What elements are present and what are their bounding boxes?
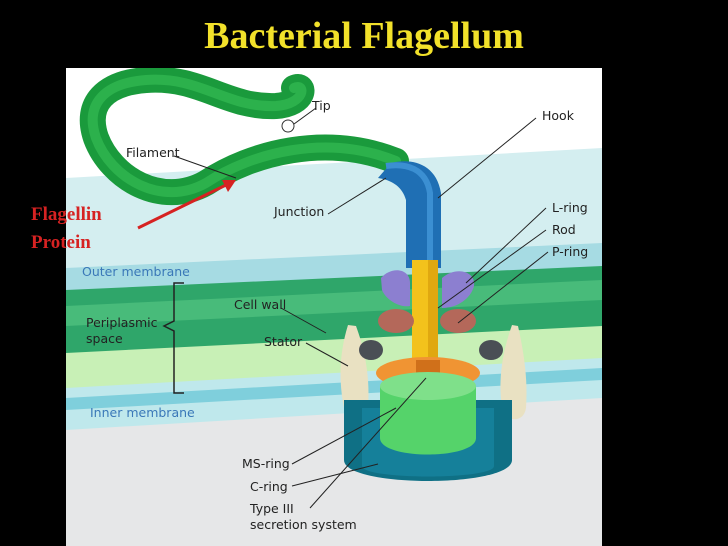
label-ms-ring: MS-ring xyxy=(242,456,290,471)
hook-highlight xyxy=(385,162,433,268)
leader-tip xyxy=(293,107,317,125)
label-p-ring: P-ring xyxy=(552,244,589,259)
label-tip: Tip xyxy=(312,98,331,113)
ms-ring-top xyxy=(380,372,476,400)
flagellum-illustration xyxy=(66,68,602,546)
rod-shadow xyxy=(428,260,438,360)
leader-lines xyxy=(173,107,549,509)
l-ring-left xyxy=(381,270,410,307)
label-rod: Rod xyxy=(552,222,576,237)
leader-stator xyxy=(305,342,349,367)
protein-label: Protein xyxy=(31,232,91,253)
label-cell-wall: Cell wall xyxy=(234,297,287,312)
label-junction: Junction xyxy=(274,204,325,219)
filament-shading xyxy=(87,74,401,198)
stator-motor-right xyxy=(479,340,503,360)
periplasm-band xyxy=(66,326,602,394)
label-l-ring: L-ring xyxy=(552,200,588,215)
leader-type3 xyxy=(309,377,427,509)
export-gate-core xyxy=(416,360,440,376)
periplasmic-bracket xyxy=(162,282,184,394)
label-filament: Filament xyxy=(126,145,180,160)
leader-cell-wall xyxy=(280,307,327,334)
label-space: space xyxy=(86,331,123,346)
leader-rod xyxy=(437,229,547,309)
flagellin-label: Flagellin xyxy=(31,204,102,225)
hook xyxy=(378,161,441,268)
label-hook: Hook xyxy=(542,108,574,123)
leader-junction xyxy=(327,177,387,215)
slide-title: Bacterial Flagellum xyxy=(204,15,524,57)
leader-p-ring xyxy=(457,251,549,324)
stator-motor-left xyxy=(359,340,383,360)
stator-right xyxy=(500,325,527,420)
label-inner-membrane: Inner membrane xyxy=(90,405,195,420)
p-ring-right xyxy=(440,309,476,333)
p-ring-left xyxy=(378,309,414,333)
leader-l-ring xyxy=(465,207,547,284)
leader-ms-ring xyxy=(291,407,397,465)
label-type3-line1: Type III xyxy=(250,501,294,516)
leader-c-ring xyxy=(291,463,379,487)
label-stator: Stator xyxy=(264,334,303,349)
label-periplasmic: Periplasmic xyxy=(86,315,158,330)
leader-filament xyxy=(173,155,237,179)
flagellum-diagram: Tip Hook Filament Junction L-ring Rod P-… xyxy=(66,68,602,546)
label-type3-line2: secretion system xyxy=(250,517,357,532)
label-outer-membrane: Outer membrane xyxy=(82,264,190,279)
tip xyxy=(281,119,295,133)
label-c-ring: C-ring xyxy=(250,479,288,494)
leader-hook xyxy=(437,117,537,199)
